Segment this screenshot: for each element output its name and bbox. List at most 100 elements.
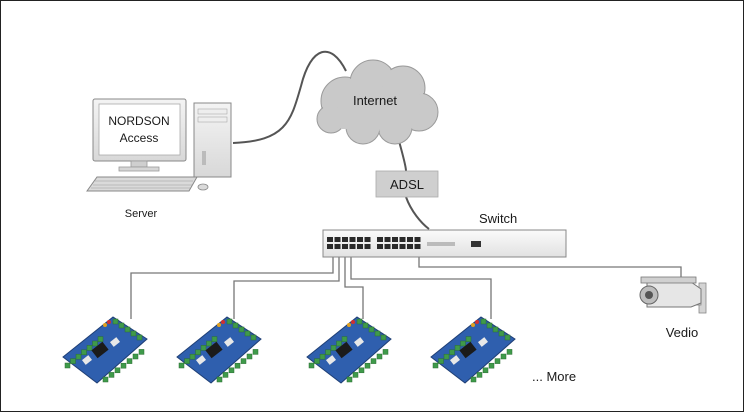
terminal-block	[488, 362, 495, 369]
terminal-block	[500, 353, 507, 360]
terminal-block	[380, 334, 387, 341]
terminal-block	[443, 353, 450, 360]
terminal-block	[341, 336, 348, 342]
tower-bay-1	[197, 108, 228, 115]
terminal-block	[454, 345, 461, 351]
terminal-block	[504, 334, 511, 341]
terminal-block	[195, 349, 201, 356]
terminal-block	[102, 376, 109, 383]
terminal-block	[325, 349, 331, 356]
network-switch: Switch	[322, 211, 567, 258]
internet-cloud: Internet	[316, 59, 439, 145]
terminal-block	[138, 349, 145, 355]
terminal-block	[178, 362, 185, 369]
terminal-block	[382, 349, 389, 355]
tower-button	[202, 151, 206, 165]
terminal-block	[480, 318, 487, 325]
terminal-block	[240, 358, 247, 364]
switch-port	[414, 237, 421, 242]
access-controller-board	[306, 316, 392, 384]
switch-port	[349, 244, 356, 249]
terminal-block	[346, 376, 353, 383]
terminal-block	[492, 326, 499, 333]
switch-port	[414, 244, 421, 249]
terminal-block	[64, 362, 71, 369]
server-screen-title: NORDSON	[108, 114, 169, 128]
switch-port	[377, 244, 383, 249]
controller-chip	[91, 341, 109, 359]
terminal-block	[184, 358, 190, 364]
server-mouse	[197, 183, 209, 191]
terminal-block	[211, 336, 218, 342]
terminal-block	[114, 367, 121, 374]
controller-relay	[82, 355, 92, 365]
keyboard-keys	[91, 180, 193, 189]
status-led	[471, 323, 475, 327]
switch-controller-1-link	[130, 257, 334, 319]
terminal-block	[368, 326, 375, 333]
switch-port	[392, 237, 398, 242]
switch-port	[334, 244, 341, 249]
status-led	[107, 320, 111, 324]
switch-port	[392, 244, 398, 249]
switch-port	[349, 237, 356, 242]
switch-controller-3-link	[344, 257, 364, 319]
terminal-block	[216, 376, 223, 383]
terminal-block	[130, 330, 137, 337]
terminal-block	[189, 353, 196, 360]
tower-bay-2	[197, 116, 228, 123]
terminal-block	[506, 349, 513, 355]
monitor-stand	[130, 160, 148, 168]
terminal-block	[86, 345, 93, 351]
terminal-block	[136, 334, 143, 341]
switch-port	[399, 237, 406, 242]
server-screen-subtitle: Access	[120, 131, 159, 145]
access-controller-board	[62, 316, 148, 384]
terminal-block	[126, 358, 133, 364]
controller-relay	[224, 337, 234, 347]
status-led	[221, 320, 225, 324]
switch-port	[364, 244, 371, 249]
controller-relay	[326, 355, 336, 365]
switch-port	[407, 244, 413, 249]
controller-relay	[478, 337, 488, 347]
terminal-block	[486, 322, 493, 329]
switch-port	[399, 244, 406, 249]
adsl-modem: ADSL	[375, 170, 439, 198]
terminal-block	[476, 372, 483, 378]
server-keyboard	[86, 176, 198, 192]
more-controllers-label: ... More	[532, 369, 576, 384]
terminal-block	[226, 318, 233, 325]
terminal-block	[108, 372, 115, 378]
adsl-switch-link	[405, 196, 430, 230]
switch-status-leds	[427, 242, 455, 246]
server-tower	[193, 102, 232, 178]
terminal-block	[470, 376, 477, 383]
status-led	[347, 323, 351, 327]
camera-label: Vedio	[666, 325, 699, 340]
terminal-block	[92, 340, 98, 347]
server-caption: Server	[125, 208, 158, 220]
terminal-block	[132, 353, 139, 360]
switch-port	[407, 237, 413, 242]
server-internet-link	[232, 50, 347, 144]
controller-relay	[110, 337, 120, 347]
internet-label: Internet	[353, 93, 397, 108]
terminal-block	[319, 353, 326, 360]
terminal-block	[330, 345, 337, 351]
connection-lines	[130, 50, 682, 319]
terminal-block	[252, 349, 259, 355]
controller-chip	[459, 341, 477, 359]
terminal-block	[222, 372, 229, 378]
terminal-block	[438, 358, 444, 364]
switch-ports	[327, 237, 421, 249]
status-led	[103, 323, 107, 327]
status-led	[217, 323, 221, 327]
switch-port	[377, 237, 383, 242]
terminal-block	[124, 326, 131, 333]
terminal-block	[364, 362, 371, 369]
terminal-block	[356, 318, 363, 325]
terminal-block	[374, 330, 381, 337]
terminal-block	[232, 322, 239, 329]
